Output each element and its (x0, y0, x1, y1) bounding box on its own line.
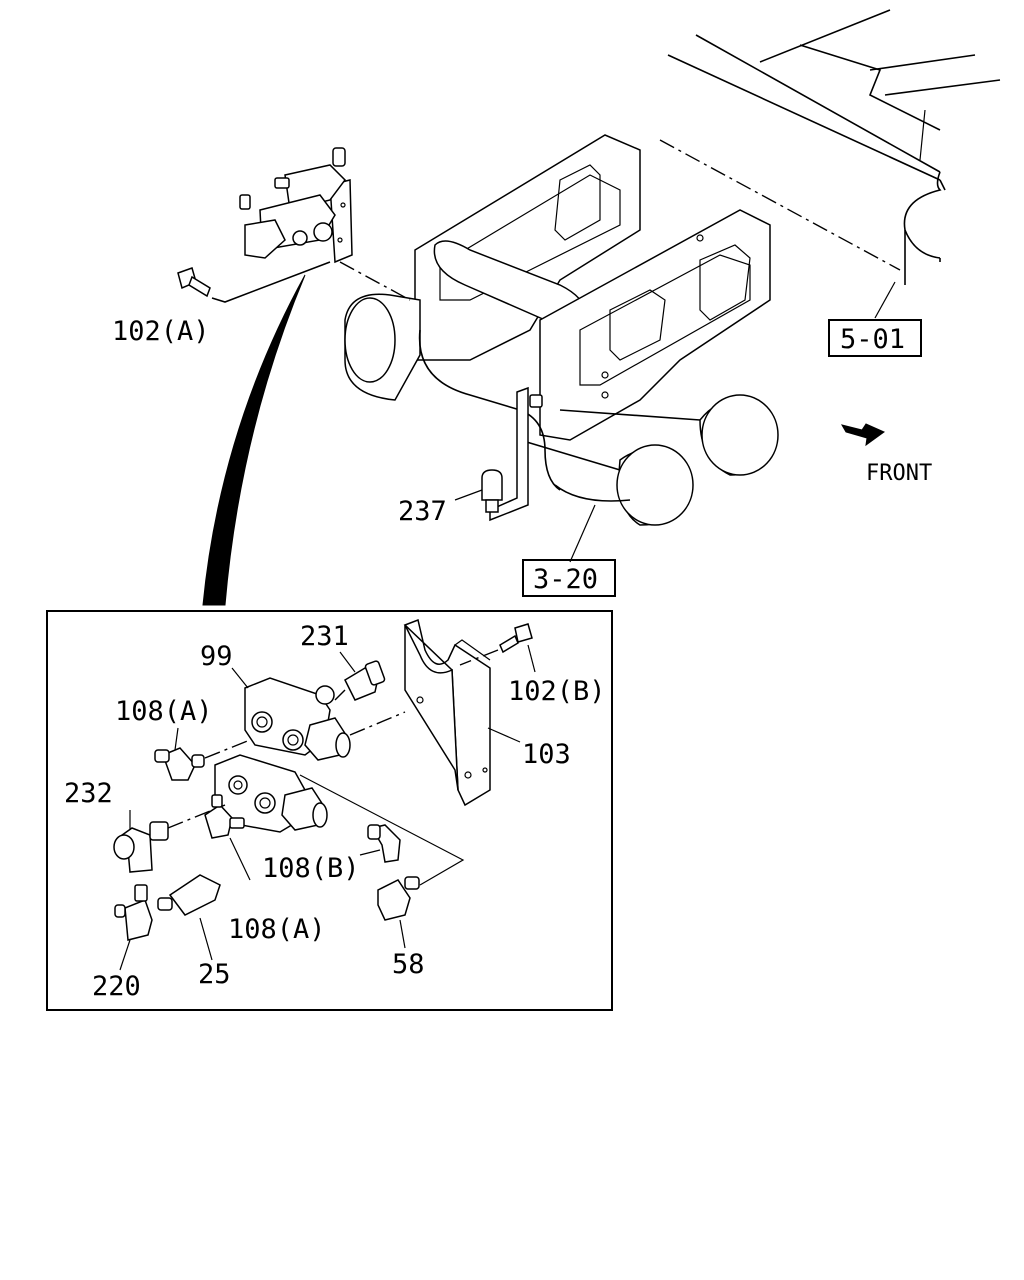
label-99: 99 (200, 641, 233, 672)
suspension-assembly (344, 134, 779, 526)
label-220: 220 (92, 971, 141, 1002)
arrow-down-right-icon (840, 423, 885, 447)
label-108b: 108(B) (262, 853, 360, 884)
frame-rail (659, 9, 1001, 285)
leader-237 (454, 489, 483, 501)
label-103: 103 (522, 739, 571, 770)
detail-artwork (113, 618, 536, 971)
label-108a-left: 108(A) (115, 696, 213, 727)
label-237: 237 (398, 496, 447, 527)
bolt-102a-top (177, 261, 331, 303)
leader-501 (874, 281, 896, 319)
label-102a-top: 102(A) (112, 316, 210, 347)
valve-assembly-small (239, 147, 411, 301)
label-102b: 102(B) (508, 676, 606, 707)
ref-label-320[interactable]: 3-20 (533, 564, 598, 595)
label-232: 232 (64, 778, 113, 809)
detail-box (46, 610, 613, 1011)
label-231: 231 (300, 621, 349, 652)
ref-label-501[interactable]: 5-01 (840, 324, 905, 355)
detail-pointer (202, 274, 306, 606)
front-direction-label: FRONT (866, 461, 932, 486)
ref-box-320 (522, 559, 616, 597)
label-58: 58 (392, 949, 425, 980)
label-25: 25 (198, 959, 231, 990)
label-108a-bottom: 108(A) (228, 914, 326, 945)
leader-320 (569, 504, 596, 563)
ref-box-501 (828, 319, 922, 357)
